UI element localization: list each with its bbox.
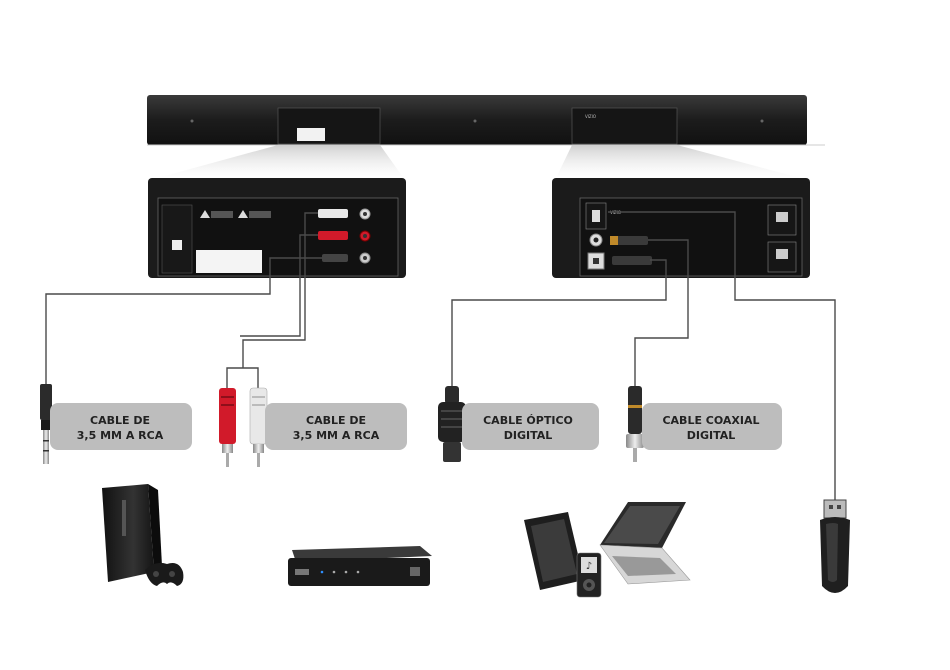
cable-label-1-line2: 3,5 MM A RCA (77, 429, 164, 442)
cable-label-2-line2: 3,5 MM A RCA (293, 429, 380, 442)
cable-label-2-line1: CABLE DE (306, 414, 366, 427)
rca-red-jack (360, 231, 370, 241)
rca-red-plug-in-panel (318, 231, 348, 240)
cable-label-4-line2: DIGITAL (687, 429, 736, 442)
cable-label-2: CABLE DE 3,5 MM A RCA (265, 403, 407, 450)
aux-plug-in-panel (322, 254, 348, 262)
set-top-box-icon (288, 546, 432, 586)
tablet-laptop-mp3-icon: ♪ (524, 502, 690, 597)
aux-jack (360, 253, 370, 263)
cable-label-4-line1: CABLE COAXIAL (662, 414, 759, 427)
cable-label-3-line1: CABLE ÓPTICO (483, 414, 573, 427)
power-port (172, 240, 182, 250)
cable-optical (452, 260, 666, 388)
label-sticker (196, 250, 262, 273)
svg-text:♪: ♪ (586, 561, 592, 572)
cable-label-1-line1: CABLE DE (90, 414, 150, 427)
optical-plug (438, 386, 466, 462)
soundbar: VIZIO (147, 95, 825, 145)
zoom-projection-right (555, 145, 808, 180)
optical-plug-in-panel (612, 256, 652, 265)
right-input-panel: VIZIO (552, 178, 810, 278)
zoom-projection-left (150, 145, 405, 180)
usb-drive-icon (820, 500, 850, 593)
brand-label-small: VIZIO (585, 114, 596, 119)
game-console-icon (102, 484, 183, 586)
rca-white-jack (360, 209, 370, 219)
coax-plug (626, 386, 644, 462)
cable-rca-split (227, 368, 258, 388)
coax-jack (590, 234, 602, 246)
rca-white-plug (250, 388, 267, 467)
left-input-panel (148, 178, 406, 278)
cable-label-4: CABLE COAXIAL DIGITAL (642, 403, 782, 450)
rca-red-plug (219, 388, 236, 467)
cable-label-1: CABLE DE 3,5 MM A RCA (50, 403, 192, 450)
cable-label-3-line2: DIGITAL (504, 429, 553, 442)
cable-label-3: CABLE ÓPTICO DIGITAL (462, 403, 599, 450)
rca-white-plug-in-panel (318, 209, 348, 218)
